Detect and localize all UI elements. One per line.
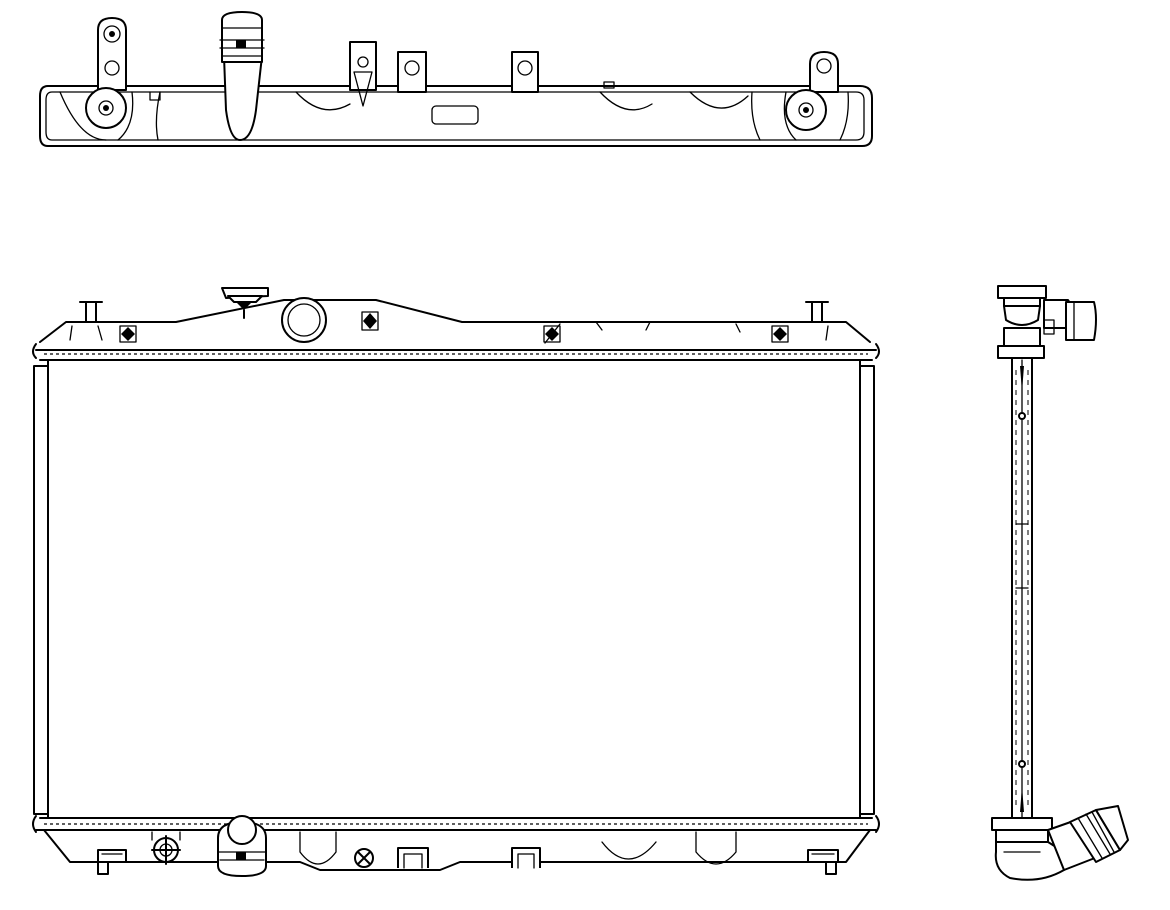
side-outlet-pipe [1047,805,1129,871]
front-top-tank [39,299,871,343]
front-top-pin-right [811,301,823,323]
front-bottom-bracket-1 [397,847,429,868]
top-inlet-pipe [219,11,265,141]
front-cross-marker [354,848,374,868]
front-core [47,359,861,819]
front-bottom-feet [97,849,839,875]
front-top-pin-left [85,301,97,323]
front-outlet-pipe [217,815,267,877]
front-drain-plug [151,835,181,865]
side-core [1011,357,1033,821]
top-view [39,11,873,147]
front-side-plate-right [859,365,875,815]
front-view [32,287,880,877]
side-view [991,285,1129,881]
front-bottom-bracket-2 [511,847,541,868]
top-left-mount [59,17,134,141]
side-top-cap [997,285,1097,359]
top-center-tabs [349,41,615,107]
front-top-markers [119,311,789,344]
top-tank-outline [39,85,873,147]
front-side-plate-left [33,365,49,815]
top-right-mount [783,51,849,141]
front-inlet-port [281,297,327,343]
side-bottom-tank [991,817,1065,881]
top-tank-inner-outline [45,91,865,141]
front-filler-cap [221,287,269,319]
top-label-plate [431,105,479,125]
